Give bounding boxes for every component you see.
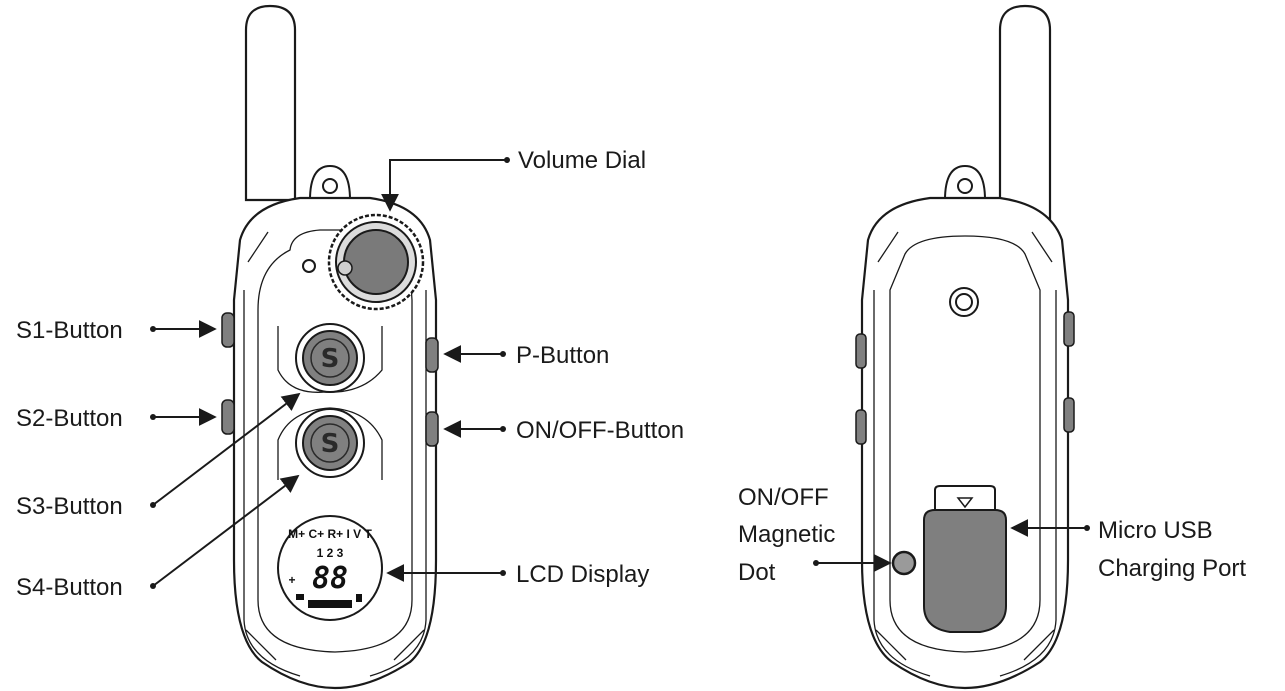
s2-side-button[interactable] [221, 399, 235, 435]
back-antenna [998, 4, 1052, 242]
s-button-upper[interactable]: S [295, 323, 365, 393]
label-usb-line2: Charging Port [1098, 555, 1246, 582]
s1-side-button[interactable] [221, 312, 235, 348]
label-p-button: P-Button [516, 342, 609, 369]
label-volume-dial: Volume Dial [518, 147, 646, 174]
s-button-lower-letter: S [321, 429, 340, 459]
labels: Volume Dial S1-Button S2-Button S3-Butto… [16, 147, 1246, 601]
s-button-lower[interactable]: S [295, 408, 365, 478]
label-onoff-button: ON/OFF-Button [516, 417, 684, 444]
front-lanyard-loop [309, 164, 351, 201]
lcd-display: M+ C+ R+ I V T 1 2 3 88 + [277, 515, 383, 621]
back-left-button-upper[interactable] [855, 333, 867, 369]
volume-dial[interactable] [327, 213, 425, 311]
onoff-side-button[interactable] [425, 411, 439, 447]
label-s4-button: S4-Button [16, 574, 123, 601]
usb-port-cover[interactable] [923, 485, 1007, 633]
front-antenna [244, 4, 297, 202]
lcd-digits: 88 [312, 561, 348, 596]
back-screw [949, 287, 979, 317]
lcd-channels: 1 2 3 [317, 546, 344, 560]
usb-open-arrow-icon [956, 497, 974, 509]
lcd-plus: + [288, 573, 295, 587]
label-s2-button: S2-Button [16, 405, 123, 432]
front-pin-hole [302, 259, 316, 273]
label-magnetic-line1: ON/OFF [738, 484, 829, 511]
back-right-button-upper[interactable] [1063, 311, 1075, 347]
label-s1-button: S1-Button [16, 317, 123, 344]
front-view: S S M+ C+ R+ I V T 1 2 3 88 + [221, 4, 439, 690]
back-right-button-lower[interactable] [1063, 397, 1075, 433]
back-view [855, 4, 1075, 690]
label-usb-line1: Micro USB [1098, 517, 1213, 544]
label-lcd-display: LCD Display [516, 561, 649, 588]
back-left-button-lower[interactable] [855, 409, 867, 445]
back-lanyard-loop [944, 164, 986, 201]
s-button-upper-letter: S [321, 344, 340, 374]
label-magnetic-line3: Dot [738, 559, 776, 586]
label-s3-button: S3-Button [16, 493, 123, 520]
callouts [150, 157, 1090, 589]
back-inner-face [889, 235, 1041, 653]
p-side-button[interactable] [425, 337, 439, 373]
front-inner-face [257, 229, 413, 653]
magnetic-dot [891, 550, 917, 576]
label-magnetic-line2: Magnetic [738, 521, 835, 548]
lcd-modes: M+ C+ R+ I V T [288, 527, 372, 541]
